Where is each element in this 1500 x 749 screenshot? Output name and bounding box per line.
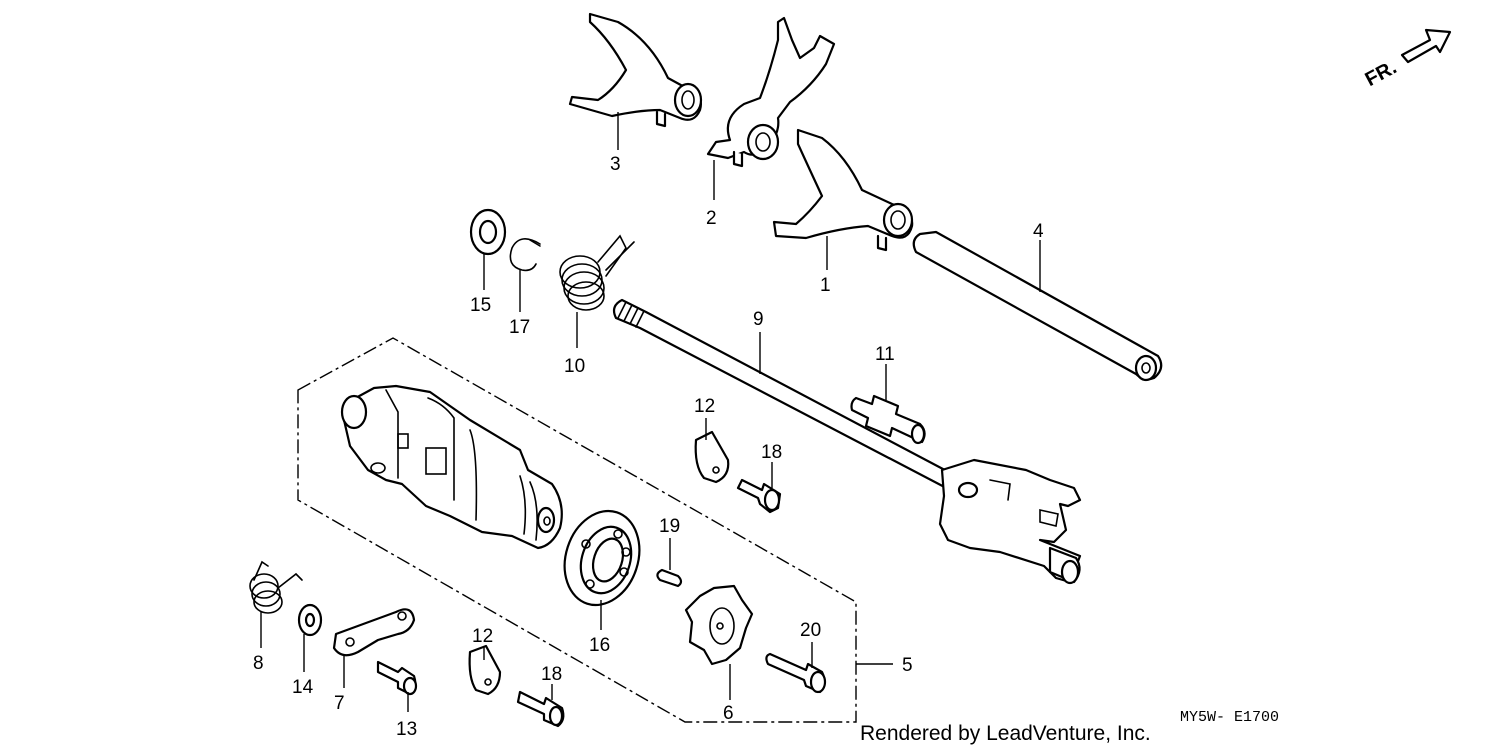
callout-5: 5 xyxy=(902,655,913,676)
diagram-code: MY5W- E1700 xyxy=(1180,709,1279,726)
shift-fork-2 xyxy=(706,16,836,168)
callout-11: 11 xyxy=(875,344,895,365)
drum-center-6 xyxy=(684,584,754,666)
bolt-20 xyxy=(765,652,827,694)
shift-fork-3 xyxy=(568,12,703,128)
washer-15 xyxy=(469,208,507,256)
callout-14: 14 xyxy=(292,677,314,698)
callout-1: 1 xyxy=(820,275,831,296)
callout-2: 2 xyxy=(706,208,717,229)
bolt-18-lower xyxy=(516,690,565,728)
callout-7: 7 xyxy=(334,693,345,714)
callout-16: 16 xyxy=(589,635,610,656)
callout-6: 6 xyxy=(723,703,734,724)
leader-lines xyxy=(260,112,1041,712)
bearing-16 xyxy=(563,509,641,607)
stopper-plate-12-upper xyxy=(694,430,730,484)
callout-8: 8 xyxy=(253,653,264,674)
front-indicator-label: FR. xyxy=(1362,56,1401,91)
shift-drum xyxy=(340,384,563,550)
callout-15: 15 xyxy=(470,295,491,316)
callout-17: 17 xyxy=(509,317,530,338)
bolt-18-upper xyxy=(736,478,782,514)
assembly-outline xyxy=(297,337,857,723)
callout-10: 10 xyxy=(564,356,585,377)
stopper-arm-7 xyxy=(332,608,416,657)
front-arrow-icon xyxy=(1400,28,1452,64)
callout-12-upper: 12 xyxy=(694,396,715,417)
fork-shaft-4 xyxy=(912,230,1163,382)
callout-20: 20 xyxy=(800,620,821,641)
callout-9: 9 xyxy=(753,309,764,330)
washer-14 xyxy=(297,603,323,637)
bolt-13 xyxy=(376,660,418,696)
callout-18-upper: 18 xyxy=(761,442,782,463)
return-spring-10 xyxy=(559,234,635,311)
callout-4: 4 xyxy=(1033,221,1044,242)
dowel-pin-19 xyxy=(656,568,683,588)
callout-18-lower: 18 xyxy=(541,664,562,685)
clip-17 xyxy=(509,238,541,272)
spring-8 xyxy=(249,560,303,614)
render-credit: Rendered by LeadVenture, Inc. xyxy=(860,722,1151,745)
callout-12-lower: 12 xyxy=(472,626,493,647)
callout-3: 3 xyxy=(610,154,621,175)
stopper-plate-12-lower xyxy=(468,644,502,696)
pin-11 xyxy=(850,394,926,445)
callout-13: 13 xyxy=(396,719,417,740)
shift-fork-1 xyxy=(772,128,914,252)
gearshift-spindle-9 xyxy=(612,298,1082,585)
callout-19: 19 xyxy=(659,516,680,537)
